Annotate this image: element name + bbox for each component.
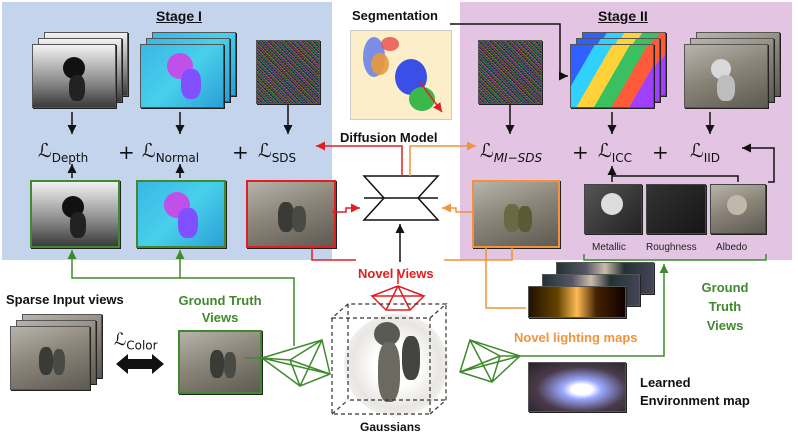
loss-sds: ℒSDS — [258, 140, 297, 165]
double-arrow-color — [116, 354, 164, 374]
roughness-label: Roughness — [646, 242, 697, 253]
segmentation-image — [350, 30, 452, 120]
depth-image — [32, 44, 116, 108]
metallic-image — [584, 184, 642, 234]
learned-env-map-image — [528, 362, 626, 412]
segmentation-inner-arrow — [419, 81, 443, 113]
novel-view-render-stage1 — [246, 180, 336, 248]
segmentation-map-image — [570, 44, 654, 108]
stage2-title: Stage II — [598, 8, 648, 24]
plus-3: + — [572, 140, 589, 164]
arrow-gt-to-materials — [520, 264, 669, 357]
normal-render — [136, 180, 226, 248]
loss-depth: ℒDepth — [38, 140, 89, 165]
green-camera-left-icon — [261, 338, 331, 387]
gaussians-image — [344, 314, 448, 416]
segmentation-label: Segmentation — [352, 8, 438, 23]
novel-views-label: Novel Views — [358, 266, 434, 281]
arrow-diffusion-to-sds — [316, 141, 403, 176]
albedo-label: Albedo — [716, 242, 748, 253]
novel-lighting-label: Novel lighting maps — [514, 330, 638, 345]
normal-image — [140, 44, 224, 108]
misds-noise-image — [478, 40, 542, 104]
loss-mi-sds: ℒMI−SDS — [480, 140, 543, 165]
plus-2: + — [232, 140, 249, 164]
loss-icc: ℒICC — [598, 140, 632, 165]
arrow-diffusion-to-misds — [409, 141, 476, 176]
sparse-input-image — [10, 326, 90, 390]
ground-truth-image — [178, 330, 262, 394]
gaussians-cube — [330, 303, 448, 415]
diffusion-model-label: Diffusion Model — [340, 130, 438, 145]
gaussians-label: Gaussians — [360, 420, 421, 434]
lighting-map-front — [528, 286, 626, 318]
learned-env-map-label: Learned Environment map — [640, 375, 750, 408]
metallic-label: Metallic — [592, 242, 626, 253]
line-orange-to-lighting — [485, 246, 526, 309]
sparse-input-label: Sparse Input views — [6, 292, 124, 307]
loss-normal: ℒNormal — [142, 140, 200, 165]
stage1-title: Stage I — [156, 8, 202, 24]
red-camera-icon — [370, 285, 426, 311]
loss-iid: ℒIID — [690, 140, 721, 165]
arrow-segmentation-to-seg-map — [450, 23, 568, 81]
bracket-materials-top — [611, 175, 739, 182]
novel-view-render-stage2 — [472, 180, 560, 248]
plus-4: + — [652, 140, 669, 164]
albedo-image — [710, 184, 766, 234]
ground-truth-views-right: Ground Truth Views — [701, 280, 749, 333]
iid-image — [684, 44, 768, 108]
line-red-render-to-novel — [311, 246, 356, 261]
bracket-materials-bottom — [583, 254, 767, 261]
depth-render — [30, 180, 120, 248]
loss-color: ℒColor — [114, 330, 158, 353]
arrow-render-to-diffusion-red — [332, 203, 360, 213]
sds-noise-image — [256, 40, 320, 104]
arrow-render-to-diffusion-orange — [442, 203, 472, 213]
line-orange-render-to-novel — [444, 246, 513, 261]
plus-1: + — [118, 140, 135, 164]
ground-truth-views-left: Ground Truth Views — [178, 293, 262, 325]
green-camera-right-icon — [459, 338, 521, 383]
arrow-gt-to-depth — [67, 250, 295, 346]
arrow-albedo-to-iid — [742, 143, 775, 183]
roughness-image — [646, 184, 706, 234]
